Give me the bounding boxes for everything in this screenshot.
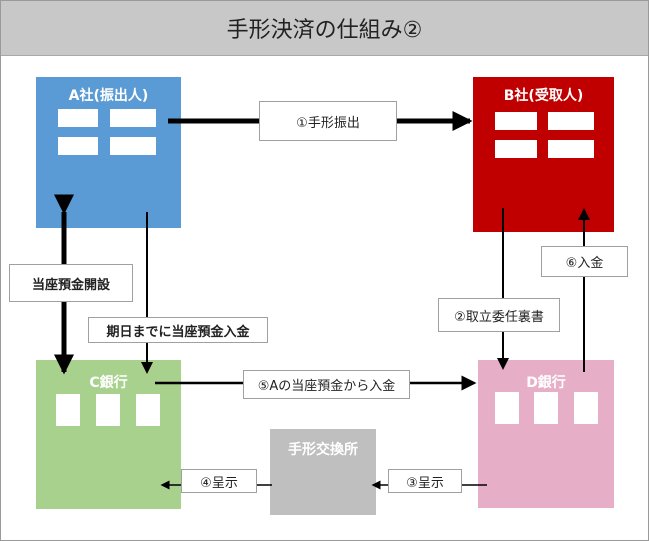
node-clearing-house: 手形交換所: [270, 429, 376, 515]
node-bank-c-label: C銀行: [89, 375, 128, 391]
node-company-a: A社(振出人): [36, 77, 181, 228]
document-slot: [96, 394, 120, 426]
label-step1: ①手形振出: [259, 101, 397, 141]
document-slot: [58, 137, 98, 155]
label-step2: ②取立委任裏書: [438, 298, 560, 332]
node-bank-d: D銀行: [478, 360, 614, 508]
document-slot: [136, 394, 160, 426]
document-slot: [534, 392, 558, 424]
node-bank-d-label: D銀行: [526, 375, 566, 391]
label-step6: ⑥入金: [541, 246, 628, 277]
document-slot: [495, 112, 537, 130]
node-company-b: B社(受取人): [473, 77, 614, 232]
document-slot: [56, 394, 80, 426]
node-company-a-label: A社(振出人): [68, 88, 149, 104]
document-slot: [495, 392, 519, 424]
label-deposit-by-due: 期日までに当座預金入金: [88, 317, 268, 343]
document-slot: [574, 392, 598, 424]
document-slot: [110, 109, 156, 127]
label-step5: ⑤Aの当座預金から入金: [243, 370, 410, 399]
diagram-title: 手形決済の仕組み②: [1, 1, 648, 56]
document-slot: [548, 140, 594, 158]
document-slot: [548, 112, 594, 130]
document-slot: [58, 109, 98, 127]
node-company-b-label: B社(受取人): [503, 88, 584, 104]
label-step4: ④呈示: [181, 469, 257, 493]
document-slot: [110, 137, 156, 155]
node-clearing-house-label: 手形交換所: [288, 442, 358, 458]
document-slot: [495, 140, 537, 158]
label-account-open: 当座預金開設: [9, 264, 133, 302]
label-step3: ③呈示: [388, 469, 462, 493]
node-bank-c: C銀行: [36, 360, 181, 509]
